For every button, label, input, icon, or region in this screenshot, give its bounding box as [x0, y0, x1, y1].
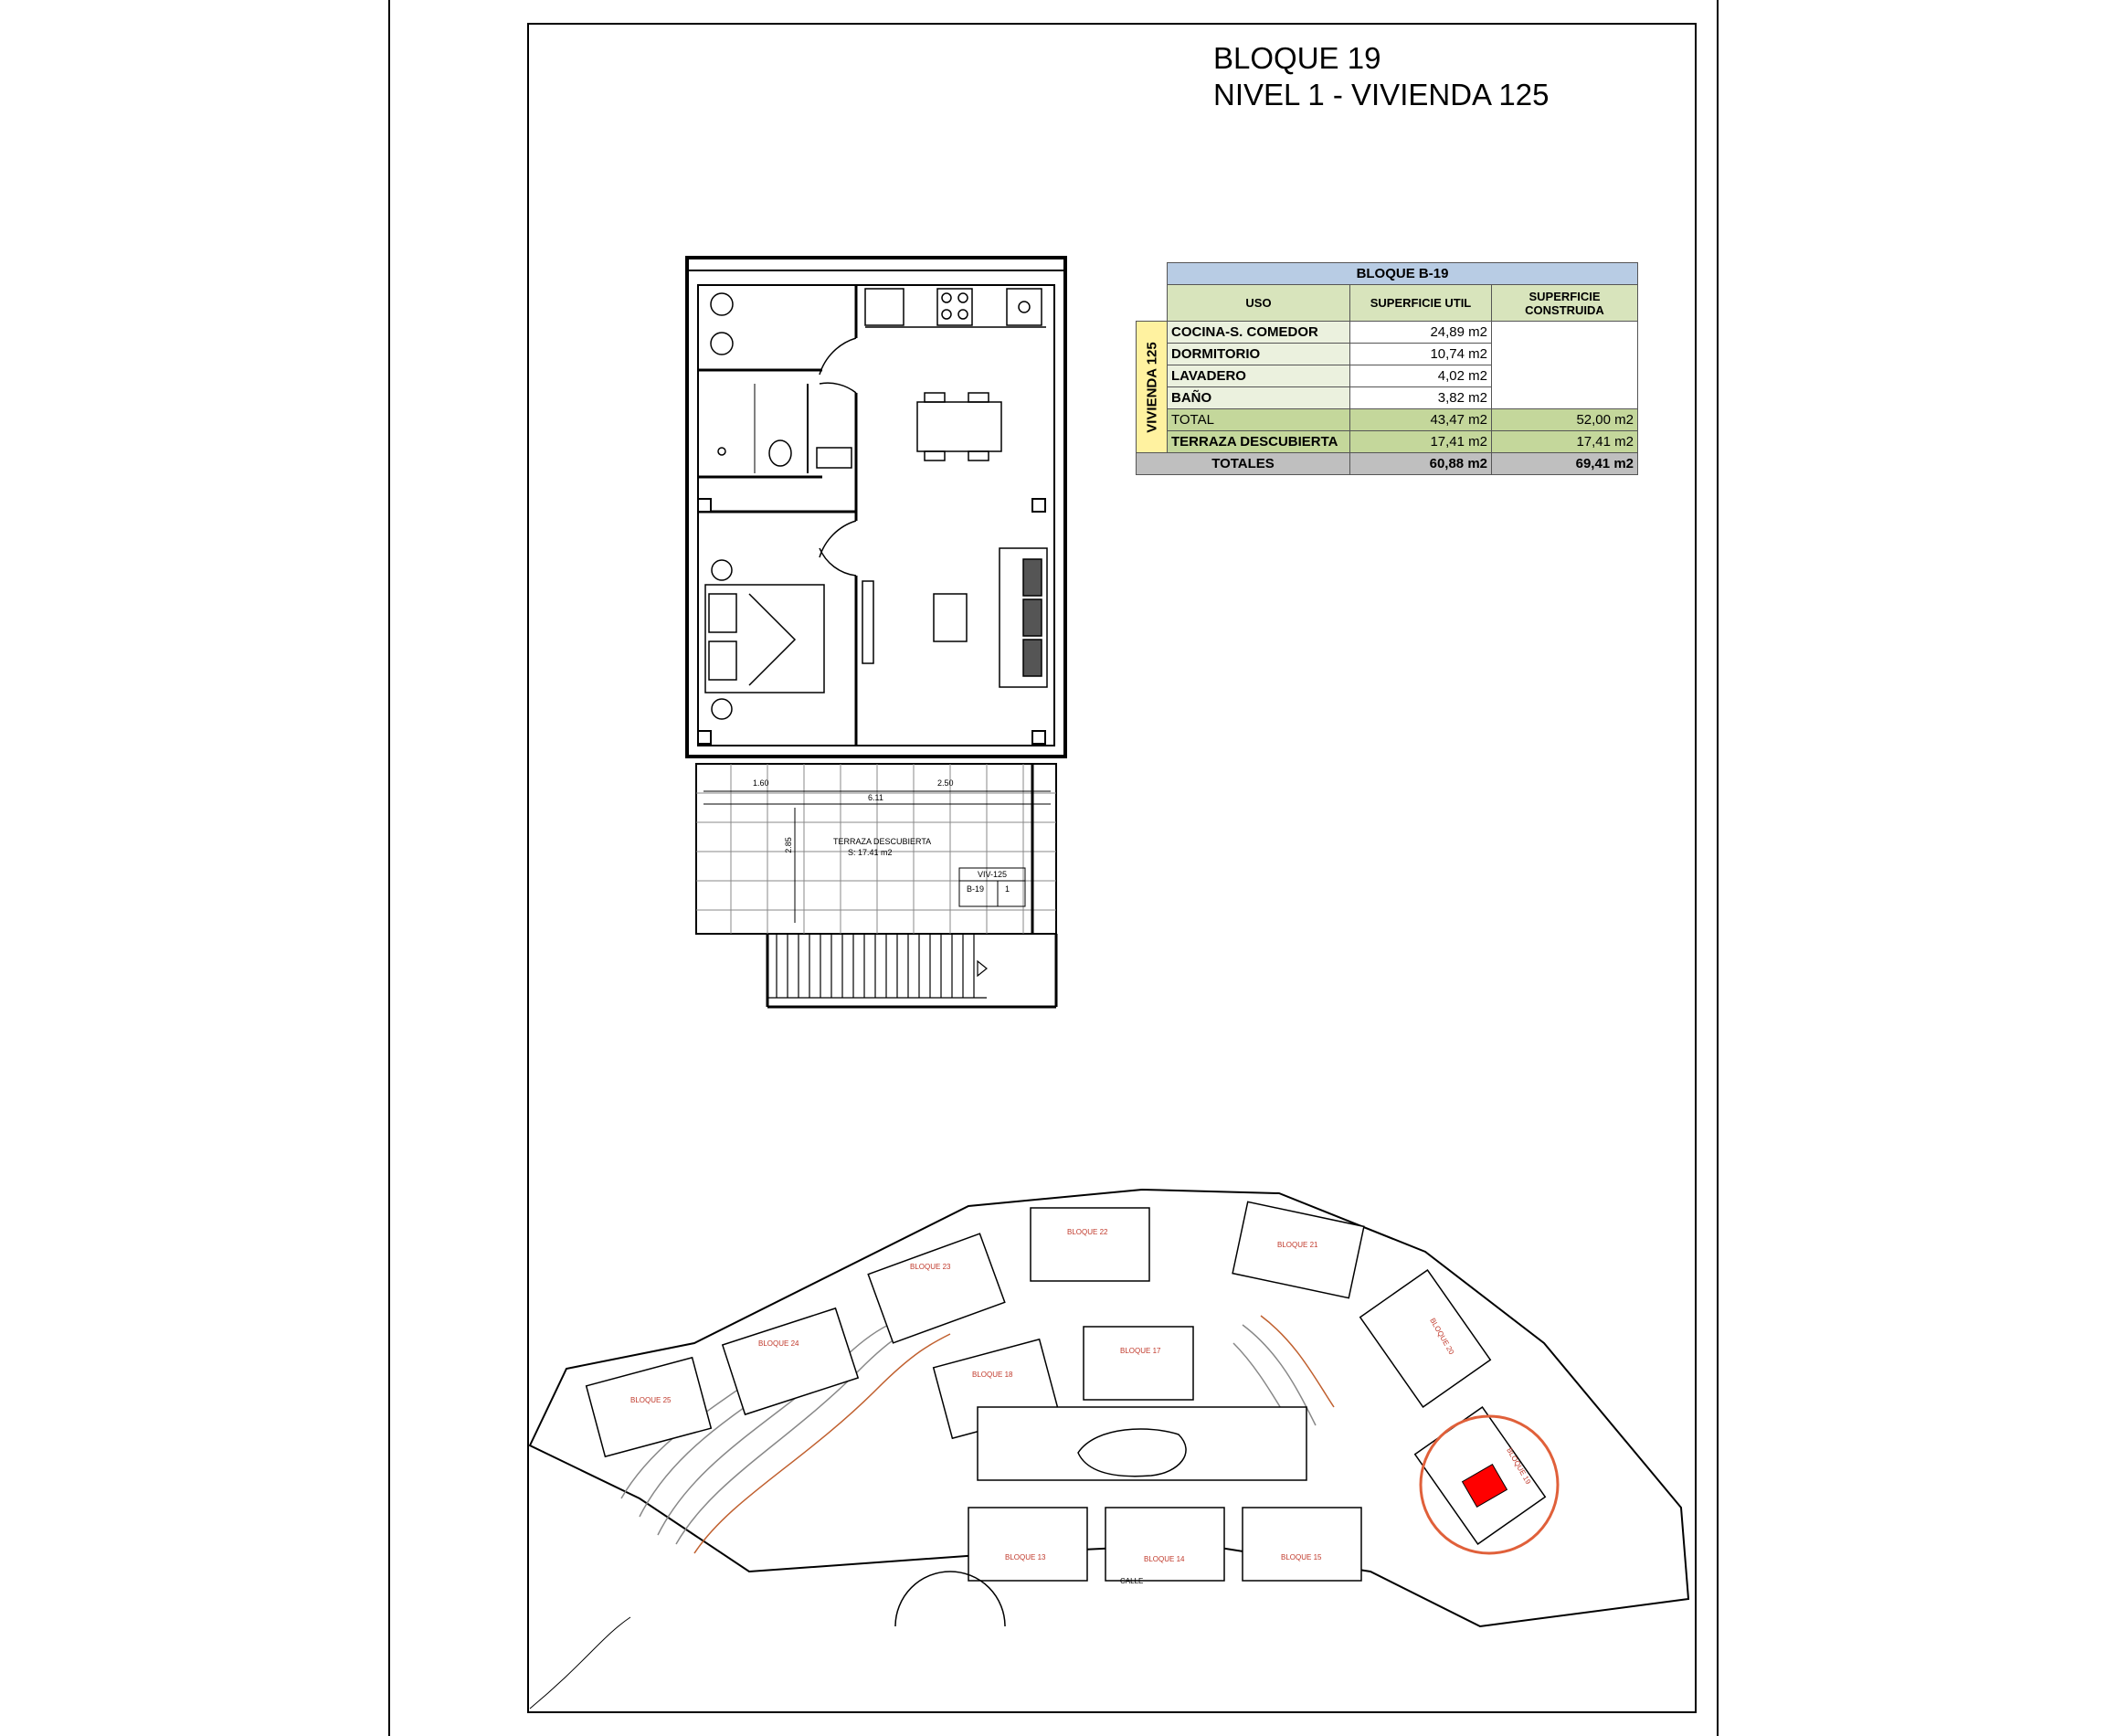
row-uso: COCINA-S. COMEDOR	[1167, 321, 1350, 344]
title-line-2: NIVEL 1 - VIVIENDA 125	[1213, 78, 1550, 111]
site-block-label: BLOQUE 23	[910, 1263, 951, 1271]
dim-depth: 2.85	[783, 837, 793, 853]
totales-uso: TOTALES	[1136, 452, 1350, 475]
terraza-construida: 17,41 m2	[1491, 430, 1638, 453]
dim-1: 1.60	[753, 778, 769, 788]
site-block-label: BLOQUE 14	[1144, 1555, 1185, 1563]
surface-table: BLOQUE B-19 USO SUPERFICIE UTIL SUPERFIC…	[1136, 262, 1638, 475]
row-util: 3,82 m2	[1349, 386, 1492, 409]
totales-util: 60,88 m2	[1349, 452, 1492, 475]
site-block-label: BLOQUE 17	[1120, 1347, 1161, 1355]
site-block-label: BLOQUE 13	[1005, 1553, 1046, 1561]
site-block-label: BLOQUE 18	[972, 1371, 1013, 1379]
col-util-header: SUPERFICIE UTIL	[1349, 284, 1492, 322]
site-block-label: BLOQUE 15	[1281, 1553, 1322, 1561]
dim-2: 2.50	[937, 778, 954, 788]
site-block-label: BLOQUE 25	[630, 1396, 672, 1404]
table-bloque-header: BLOQUE B-19	[1167, 262, 1638, 285]
col-uso-header: USO	[1167, 284, 1350, 322]
construida-blank	[1491, 321, 1638, 409]
terraza-uso: TERRAZA DESCUBIERTA	[1167, 430, 1350, 453]
sheet-outer-frame	[388, 0, 1719, 1736]
row-util: 4,02 m2	[1349, 365, 1492, 387]
title-block: BLOQUE 19 NIVEL 1 - VIVIENDA 125	[1213, 40, 1549, 113]
title-line-1: BLOQUE 19	[1213, 41, 1381, 75]
terraza-label: TERRAZA DESCUBIERTA	[833, 837, 932, 846]
totales-construida: 69,41 m2	[1491, 452, 1638, 475]
sheet-inner-frame	[527, 23, 1697, 1713]
row-uso: BAÑO	[1167, 386, 1350, 409]
tag-level: 1	[1005, 884, 1010, 894]
street-label: CALLE	[1120, 1577, 1144, 1585]
site-block-label: BLOQUE 24	[758, 1339, 799, 1348]
vivienda-label: VIVIENDA 125	[1144, 341, 1159, 433]
col-construida-header: SUPERFICIE CONSTRUIDA	[1491, 284, 1638, 322]
site-block-label: BLOQUE 22	[1067, 1228, 1108, 1236]
vivienda-label-cell: VIVIENDA 125	[1136, 321, 1168, 453]
row-uso: DORMITORIO	[1167, 343, 1350, 365]
row-util: 24,89 m2	[1349, 321, 1492, 344]
terraza-util: 17,41 m2	[1349, 430, 1492, 453]
dim-total: 6.11	[868, 793, 883, 802]
terraza-area: S: 17.41 m2	[848, 848, 893, 857]
row-uso: LAVADERO	[1167, 365, 1350, 387]
tag-bloque: B-19	[967, 884, 985, 894]
site-block-label: BLOQUE 21	[1277, 1241, 1318, 1249]
total-construida: 52,00 m2	[1491, 408, 1638, 431]
row-util: 10,74 m2	[1349, 343, 1492, 365]
tag-viv: VIV-125	[978, 870, 1008, 879]
total-uso: TOTAL	[1167, 408, 1350, 431]
total-util: 43,47 m2	[1349, 408, 1492, 431]
